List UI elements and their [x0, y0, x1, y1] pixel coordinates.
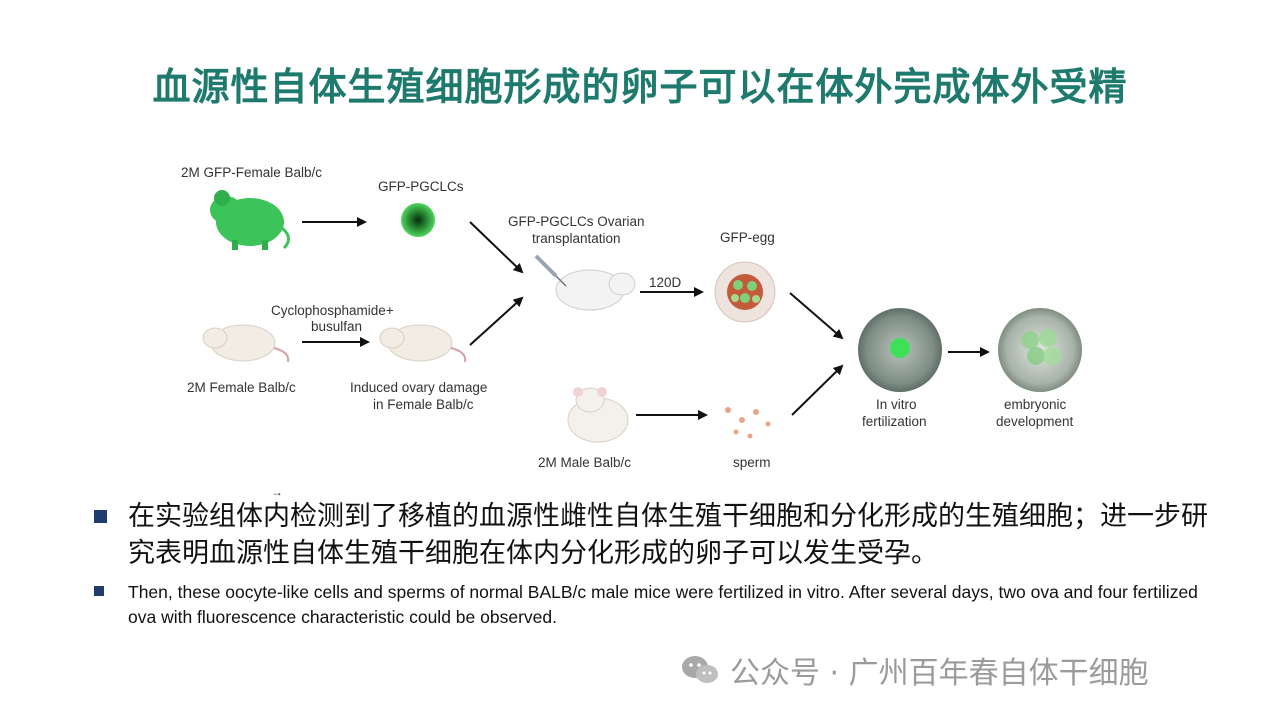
male-mouse-icon — [567, 387, 629, 443]
days-label: 120D — [649, 275, 682, 290]
gfp-female-label: 2M GFP-Female Balb/c — [181, 165, 322, 180]
gfp-egg-label: GFP-egg — [720, 230, 775, 245]
drug-label-1: Cyclophosphamide+ — [271, 303, 394, 318]
embryo-icon — [998, 308, 1082, 392]
sperm-label: sperm — [733, 455, 771, 470]
bullet-en: Then, these oocyte-like cells and sperms… — [92, 580, 1212, 630]
sperm-icon — [725, 407, 771, 439]
female-label: 2M Female Balb/c — [187, 380, 296, 395]
gfp-pgclcs-label: GFP-PGCLCs — [378, 179, 464, 194]
ivf-workflow-diagram: 2M GFP-Female Balb/c GFP-PGCLCs GFP-PGCL… — [181, 165, 1082, 470]
bullet-square-icon — [94, 510, 107, 523]
damage-label-1: Induced ovary damage — [350, 380, 487, 395]
slide-title: 血源性自体生殖细胞形成的卵子可以在体外完成体外受精 — [152, 65, 1128, 109]
bullet-en-text: Then, these oocyte-like cells and sperms… — [128, 582, 1198, 627]
gfp-egg-dish-icon — [714, 261, 776, 323]
bullet-list: 在实验组体内检测到了移植的血源性雌性自体生殖干细胞和分化形成的生殖细胞；进一步研… — [92, 498, 1212, 630]
small-arrow-mark: → — [271, 485, 283, 499]
transplant-mouse-icon — [534, 254, 636, 311]
embryo-label-1: embryonic — [1004, 397, 1067, 412]
gfp-mouse-icon — [210, 190, 290, 250]
damage-label-2: in Female Balb/c — [373, 397, 474, 412]
damaged-mouse-icon — [379, 324, 467, 363]
wechat-icon — [682, 656, 718, 683]
ivf-label-2: fertilization — [862, 414, 927, 429]
drug-label-2: busulfan — [311, 319, 362, 334]
ivf-dish-icon — [858, 308, 942, 392]
embryo-label-2: development — [996, 414, 1074, 429]
bullet-square-icon — [94, 586, 104, 596]
ivf-label-1: In vitro — [876, 397, 917, 412]
female-mouse-icon — [202, 324, 290, 363]
bullet-zh-text: 在实验组体内检测到了移植的血源性雌性自体生殖干细胞和分化形成的生殖细胞；进一步研… — [128, 501, 1208, 569]
bullet-zh: 在实验组体内检测到了移植的血源性雌性自体生殖干细胞和分化形成的生殖细胞；进一步研… — [92, 498, 1212, 572]
pgclc-cell-icon — [401, 203, 435, 237]
male-label: 2M Male Balb/c — [538, 455, 631, 470]
watermark: 公众号 · 广州百年春自体干细胞 — [680, 650, 1149, 691]
transplant-label-2: transplantation — [532, 231, 621, 246]
transplant-label-1: GFP-PGCLCs Ovarian — [508, 214, 645, 229]
watermark-text: 公众号 · 广州百年春自体干细胞 — [730, 656, 1149, 691]
